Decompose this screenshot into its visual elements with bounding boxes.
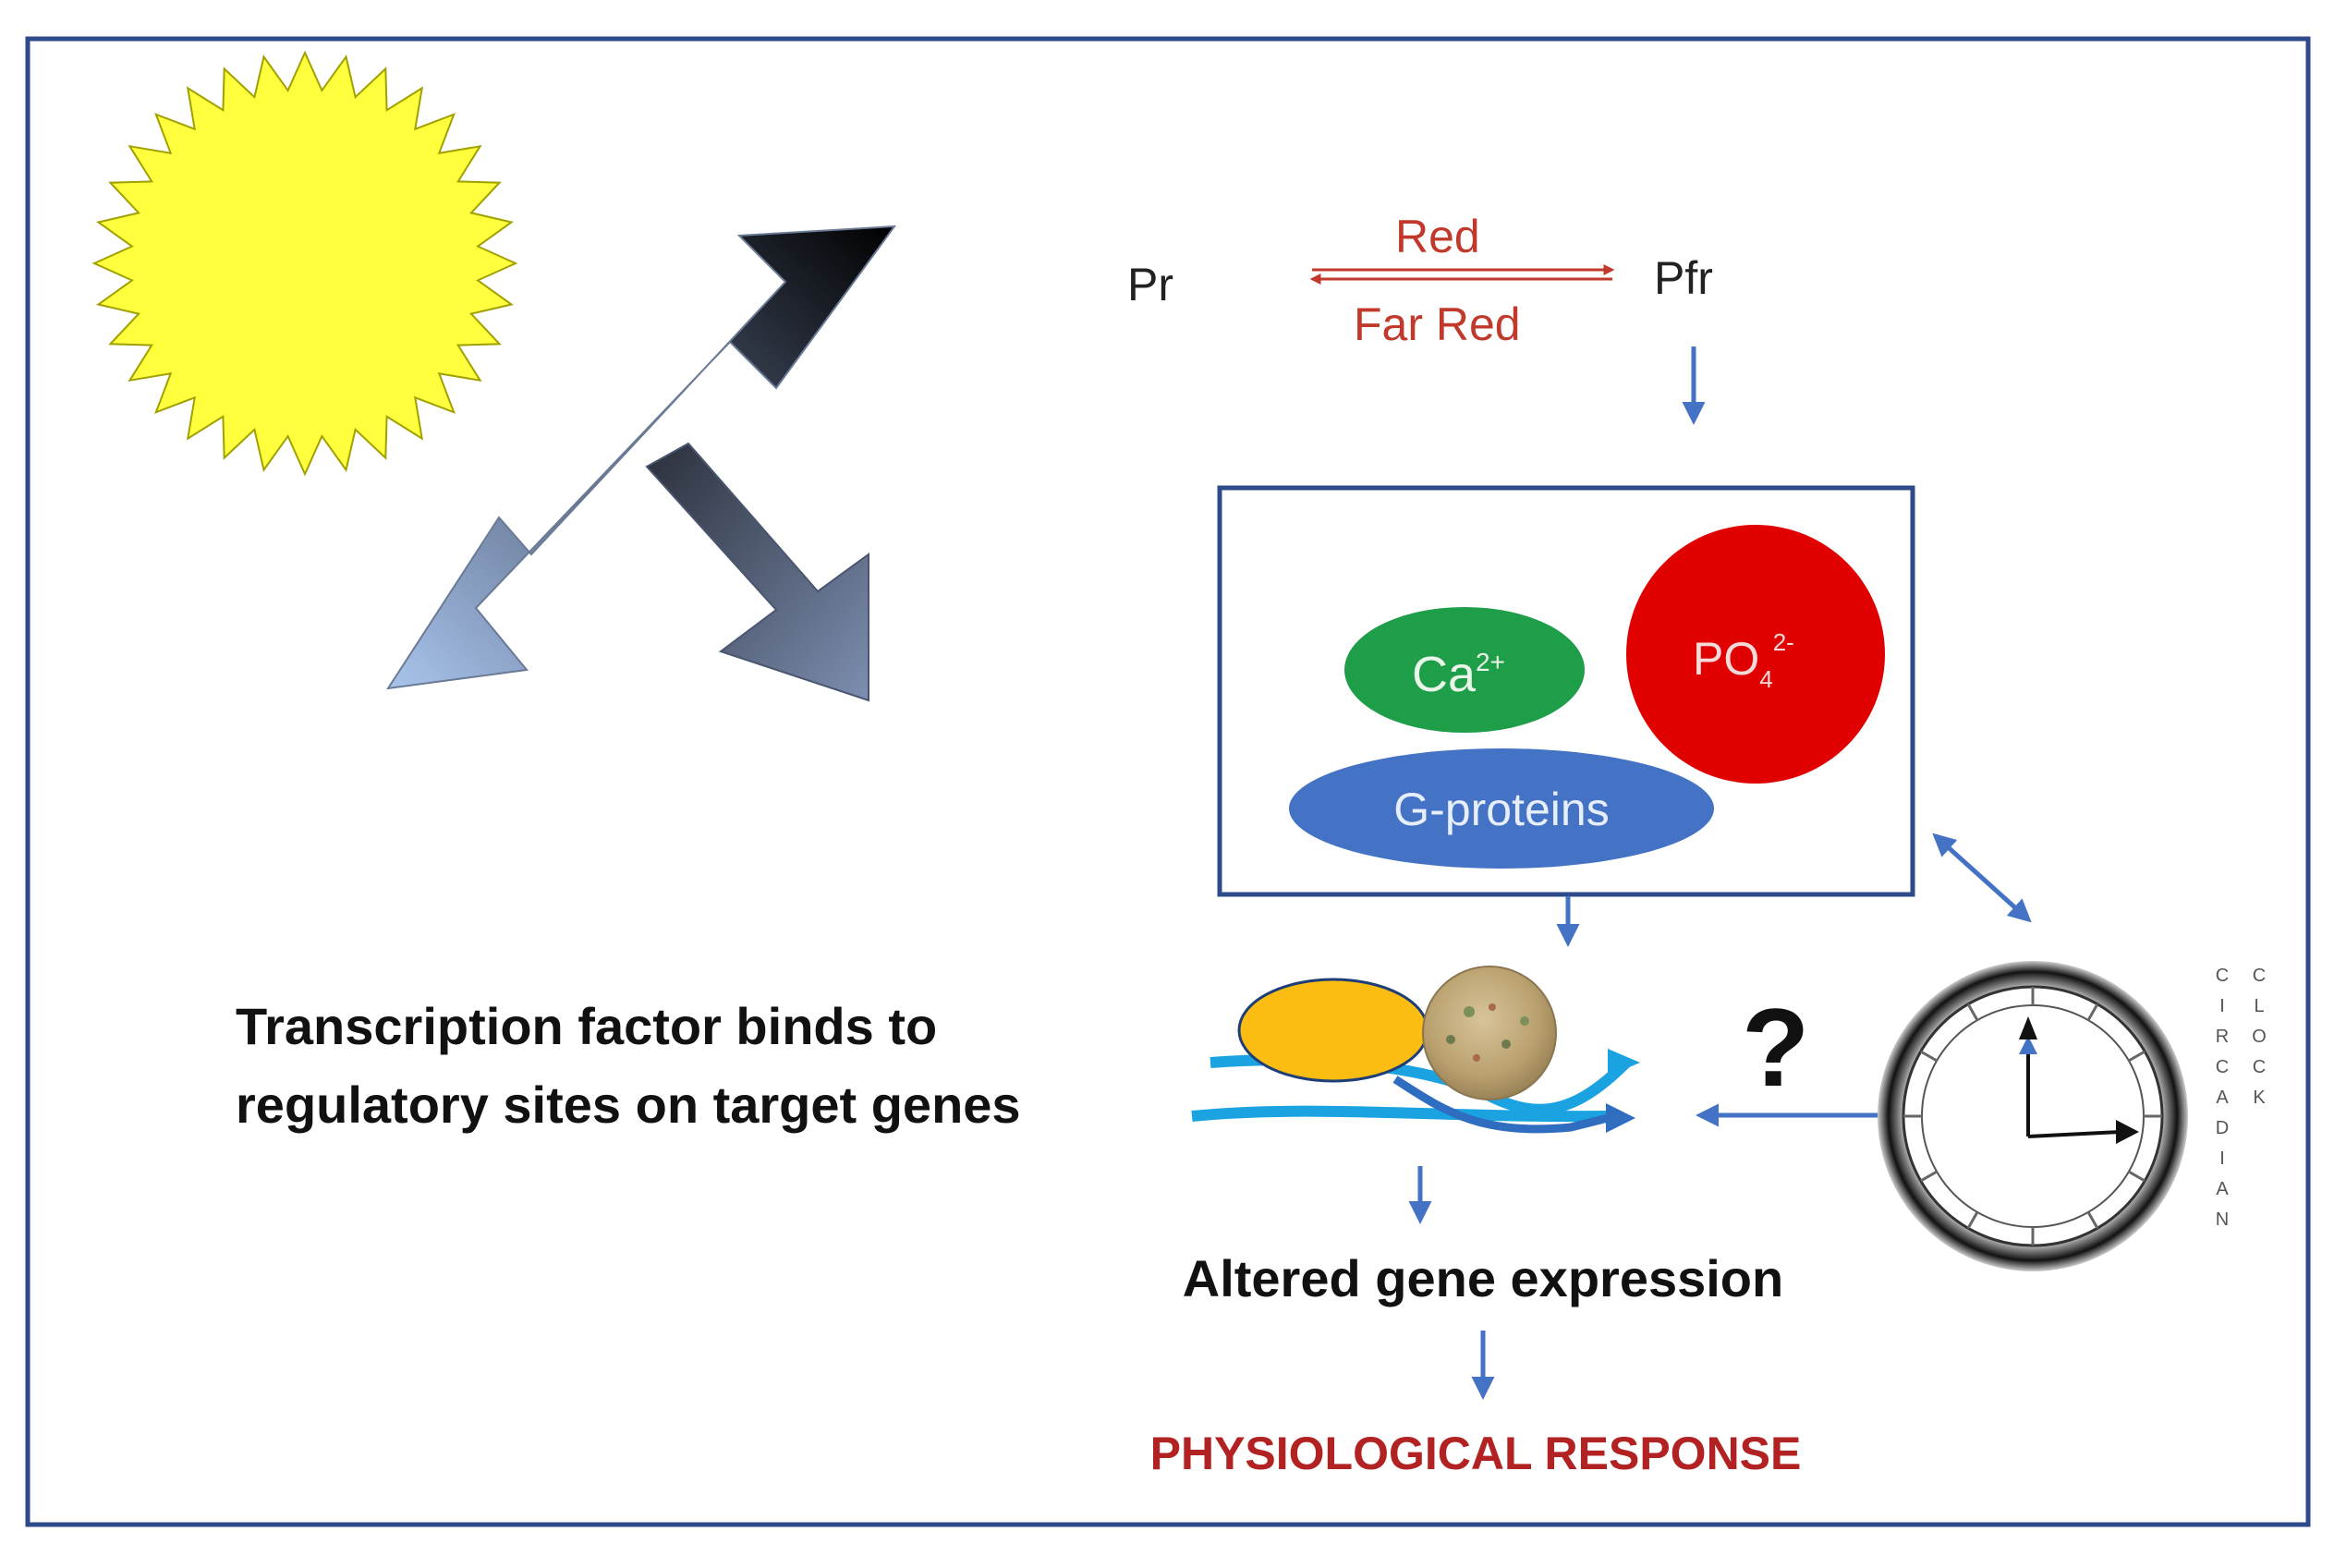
- light-split-arrow-icon: [385, 225, 897, 702]
- clock-tick: [1966, 1211, 1979, 1229]
- clock-letter: K: [2253, 1088, 2266, 1108]
- circadian-letter: C: [2216, 966, 2229, 986]
- pfr-label: Pfr: [1654, 252, 1713, 304]
- circadian-letter: N: [2216, 1209, 2229, 1230]
- gproteins-label: G-proteins: [1393, 784, 1609, 835]
- clock-tick: [2086, 1211, 2099, 1229]
- circadian-letter: I: [2219, 1149, 2225, 1169]
- circadian-letter: A: [2216, 1179, 2229, 1199]
- clock-letter: O: [2252, 1027, 2267, 1047]
- calcium-ellipse: [1344, 607, 1585, 733]
- unknown-link-question: ?: [1742, 986, 1809, 1110]
- phosphate-label: PO42-: [1693, 628, 1794, 693]
- clock-icon: [1878, 961, 2188, 1271]
- circadian-letter: A: [2216, 1088, 2229, 1108]
- clock-tick: [1966, 1003, 1979, 1021]
- clock-letter: C: [2253, 1057, 2266, 1077]
- clock-letter: L: [2254, 996, 2264, 1016]
- clock-tick: [2128, 1170, 2146, 1183]
- physiological-response-text: PHYSIOLOGICAL RESPONSE: [1150, 1428, 1802, 1479]
- calcium-label: Ca2+: [1412, 647, 1505, 702]
- pr-label: Pr: [1127, 259, 1173, 310]
- sun-icon: [91, 50, 518, 477]
- phosphate-circle: [1626, 525, 1885, 784]
- circadian-letter: C: [2216, 1057, 2229, 1077]
- red-light-label: Red: [1395, 211, 1480, 262]
- clock-box-bidirectional-arrow: [1932, 833, 2032, 923]
- transcription-text-line1: Transcription factor binds to: [236, 997, 937, 1055]
- clock-tick: [1920, 1050, 1938, 1063]
- far-red-light-label: Far Red: [1354, 298, 1521, 350]
- circadian-letter: R: [2216, 1027, 2229, 1047]
- clock-tick: [2128, 1050, 2146, 1063]
- transcription-text-line2: regulatory sites on target genes: [236, 1076, 1021, 1134]
- clock-letter: C: [2253, 966, 2266, 986]
- circadian-letter: I: [2219, 996, 2225, 1016]
- altered-expression-text: Altered gene expression: [1183, 1249, 1783, 1307]
- clock-tick: [1920, 1170, 1938, 1183]
- transcription-factor-dna-icon: [1191, 966, 1640, 1134]
- clock-tick: [2086, 1003, 2099, 1021]
- circadian-letter: D: [2216, 1118, 2229, 1138]
- gproteins-ellipse: [1289, 748, 1714, 869]
